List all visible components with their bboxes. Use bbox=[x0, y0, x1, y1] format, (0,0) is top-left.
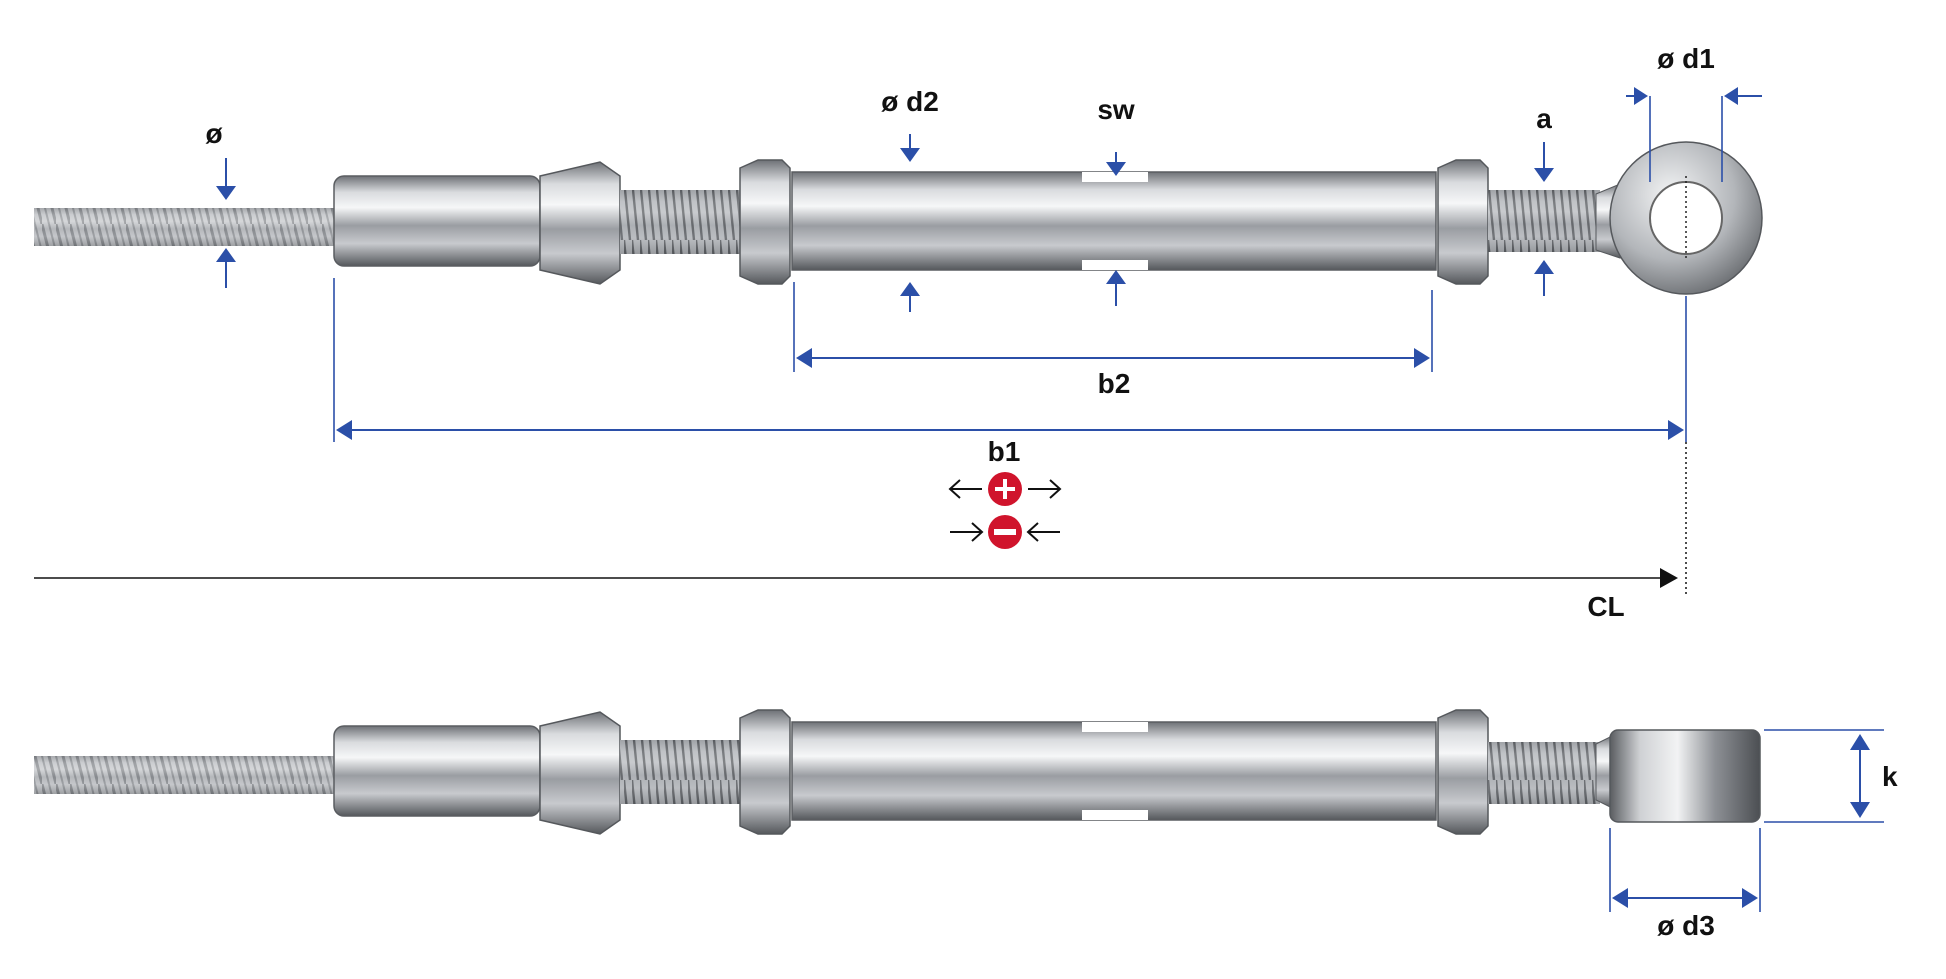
turnbuckle-body bbox=[791, 721, 1437, 821]
eye-thickness-label: k bbox=[1882, 761, 1898, 792]
swage-sleeve bbox=[333, 725, 541, 817]
minus-circle-icon bbox=[988, 515, 1022, 549]
total-length-label: b1 bbox=[988, 436, 1021, 467]
centerline: CL bbox=[34, 442, 1687, 622]
wrench-size-label: sw bbox=[1097, 94, 1135, 125]
lock-nut-left bbox=[739, 709, 791, 835]
lock-nut-right bbox=[1437, 709, 1489, 835]
turnbuckle-side-view bbox=[34, 709, 1761, 835]
body-diameter-label: ø d2 bbox=[881, 86, 939, 117]
turnbuckle-body bbox=[791, 171, 1437, 271]
cable-diameter-label: ø bbox=[205, 118, 222, 149]
adjustment-symbols bbox=[948, 472, 1062, 549]
centerline-label: CL bbox=[1587, 591, 1624, 622]
body-length-label: b2 bbox=[1098, 368, 1131, 399]
thread-label: a bbox=[1536, 103, 1552, 134]
turnbuckle-top-view bbox=[34, 141, 1763, 295]
dimensions-top: ø ø d2 sw a ø d1 bbox=[205, 43, 1762, 467]
plus-circle-icon bbox=[988, 472, 1022, 506]
eye-end-side bbox=[1609, 729, 1761, 823]
eye-outer-diameter-label: ø d3 bbox=[1657, 910, 1715, 941]
lock-nut-right bbox=[1437, 159, 1489, 285]
lengthen-row bbox=[948, 472, 1062, 506]
hex-fitting-left bbox=[539, 711, 621, 835]
wrench-flats bbox=[1082, 722, 1148, 732]
eye-hole-diameter-label: ø d1 bbox=[1657, 43, 1715, 74]
dimensions-bottom: k ø d3 bbox=[1609, 729, 1898, 941]
wrench-flats bbox=[1082, 172, 1148, 182]
shorten-row bbox=[950, 515, 1060, 549]
hex-fitting-left bbox=[539, 161, 621, 285]
swage-sleeve bbox=[333, 175, 541, 267]
lock-nut-left bbox=[739, 159, 791, 285]
